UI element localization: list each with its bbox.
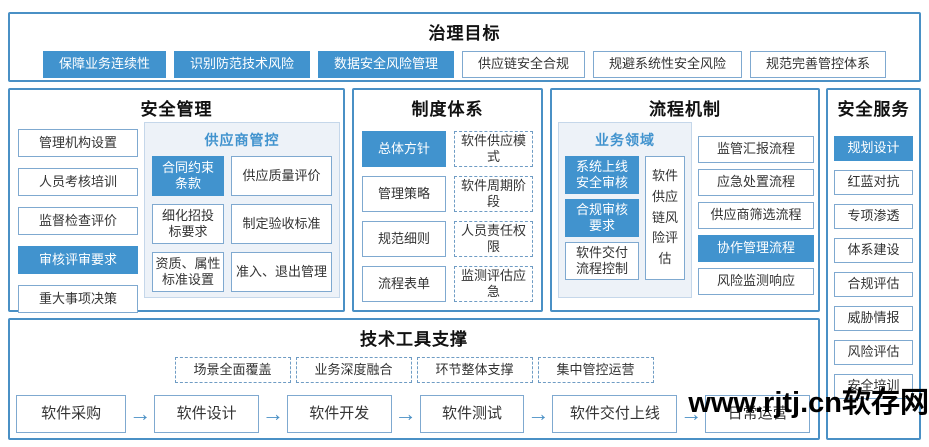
process-item: 协作管理流程 — [698, 235, 814, 262]
right-arrow-icon: → — [394, 401, 417, 426]
supplier-item: 资质、属性 标准设置 — [152, 252, 224, 292]
supplier-control-grid: 合同约束 条款 供应质量评价 细化招投 标要求 制定验收标准 资质、属性 标准设… — [145, 156, 339, 292]
process-item: 应急处置流程 — [698, 169, 814, 196]
institution-left-column: 总体方针 管理策略 规范细则 流程表单 — [362, 131, 446, 302]
institution-system-title: 制度体系 — [411, 100, 484, 119]
security-management-items: 管理机构设置 人员考核培训 监督检查评价 审核评审要求 重大事项决策 — [18, 129, 138, 313]
flow-step: 日常运营 — [705, 395, 810, 433]
institution-system-section: 制度体系 总体方针 管理策略 规范细则 流程表单 软件供应模式 软件周期阶段 人… — [352, 88, 543, 312]
supplier-row: 合同约束 条款 供应质量评价 — [152, 156, 332, 196]
business-domain-items: 系统上线 安全审核 合规审核 要求 软件交付 流程控制 — [565, 156, 639, 280]
right-arrow-icon: → — [129, 401, 152, 426]
service-item: 专项渗透 — [834, 204, 913, 229]
business-domain-panel: 业务领域 系统上线 安全审核 合规审核 要求 软件交付 流程控制 软件供应链风险… — [558, 122, 692, 298]
business-item: 合规审核 要求 — [565, 199, 639, 237]
institution-columns: 总体方针 管理策略 规范细则 流程表单 软件供应模式 软件周期阶段 人员责任权限… — [362, 131, 533, 302]
capability-item: 业务深度融合 — [295, 357, 412, 383]
flow-step: 软件开发 — [286, 395, 392, 433]
right-arrow-icon: → — [527, 401, 550, 426]
supplier-item: 准入、退出管理 — [231, 252, 332, 292]
institution-item: 总体方针 — [362, 131, 446, 167]
governance-goals-row: 保障业务连续性 识别防范技术风险 数据安全风险管理 供应链安全合规 规避系统性安… — [10, 51, 919, 78]
supplier-item: 细化招投 标要求 — [152, 204, 224, 244]
supplier-item: 供应质量评价 — [231, 156, 332, 196]
software-lifecycle-flow: 软件采购 → 软件设计 → 软件开发 → 软件测试 → 软件交付上线 → 日常运… — [16, 395, 810, 433]
goal-item: 规避系统性安全风险 — [593, 51, 743, 78]
goal-item: 数据安全风险管理 — [317, 51, 454, 78]
security-item: 人员考核培训 — [18, 168, 138, 196]
supplier-control-panel: 供应商管控 合同约束 条款 供应质量评价 细化招投 标要求 制定验收标准 资质、… — [144, 122, 340, 298]
capability-item: 场景全面覆盖 — [174, 357, 291, 383]
security-services-section: 安全服务 规划设计 红蓝对抗 专项渗透 体系建设 合规评估 威胁情报 风险评估 … — [826, 88, 921, 440]
supplier-row: 资质、属性 标准设置 准入、退出管理 — [152, 252, 332, 292]
right-arrow-icon: → — [261, 401, 284, 426]
goal-item: 识别防范技术风险 — [173, 51, 310, 78]
institution-item: 流程表单 — [362, 266, 446, 302]
institution-item: 规范细则 — [362, 221, 446, 257]
flow-step: 软件设计 — [154, 395, 259, 433]
goal-item: 保障业务连续性 — [42, 51, 166, 78]
supplier-row: 细化招投 标要求 制定验收标准 — [152, 204, 332, 244]
flow-step: 软件交付上线 — [552, 395, 678, 433]
institution-item: 软件周期阶段 — [454, 176, 533, 212]
institution-item: 软件供应模式 — [454, 131, 533, 167]
supply-chain-risk-item: 软件供应链风险评估 — [645, 156, 685, 280]
process-item: 供应商筛选流程 — [698, 202, 814, 229]
process-item: 监管汇报流程 — [698, 136, 814, 163]
service-item: 合规评估 — [834, 272, 913, 297]
goal-item: 规范完善管控体系 — [750, 51, 887, 78]
site-watermark: www.rjtj.cn软存网 — [688, 387, 929, 419]
governance-goals-section: 治理目标 保障业务连续性 识别防范技术风险 数据安全风险管理 供应链安全合规 规… — [8, 12, 921, 82]
service-item: 威胁情报 — [834, 306, 913, 331]
business-item: 软件交付 流程控制 — [565, 242, 639, 280]
process-flow-items: 监管汇报流程 应急处置流程 供应商筛选流程 协作管理流程 风险监测响应 — [698, 136, 814, 295]
security-services-items: 规划设计 红蓝对抗 专项渗透 体系建设 合规评估 威胁情报 风险评估 安全培训 — [834, 136, 913, 399]
right-arrow-icon: → — [680, 401, 703, 426]
service-item: 风险评估 — [834, 340, 913, 365]
governance-goals-title: 治理目标 — [428, 24, 501, 43]
service-item: 体系建设 — [834, 238, 913, 263]
tool-support-section: 技术工具支撑 场景全面覆盖 业务深度融合 环节整体支撑 集中管控运营 软件采购 … — [8, 318, 820, 440]
security-item: 监督检查评价 — [18, 207, 138, 235]
process-item: 风险监测响应 — [698, 268, 814, 295]
tool-support-title: 技术工具支撑 — [360, 330, 468, 349]
service-item: 规划设计 — [834, 136, 913, 161]
supplier-control-title: 供应商管控 — [204, 132, 280, 148]
institution-item: 监测评估应急 — [454, 266, 533, 302]
process-mechanism-section: 流程机制 业务领域 系统上线 安全审核 合规审核 要求 软件交付 流程控制 软件… — [550, 88, 820, 312]
business-item: 系统上线 安全审核 — [565, 156, 639, 194]
institution-right-column: 软件供应模式 软件周期阶段 人员责任权限 监测评估应急 — [454, 131, 533, 302]
institution-item: 管理策略 — [362, 176, 446, 212]
tool-capabilities-row: 场景全面覆盖 业务深度融合 环节整体支撑 集中管控运营 — [10, 357, 818, 383]
capability-item: 集中管控运营 — [537, 357, 654, 383]
institution-item: 人员责任权限 — [454, 221, 533, 257]
capability-item: 环节整体支撑 — [416, 357, 533, 383]
security-management-title: 安全管理 — [140, 100, 213, 119]
security-item: 重大事项决策 — [18, 285, 138, 313]
goal-item: 供应链安全合规 — [462, 51, 586, 78]
flow-step: 软件采购 — [16, 395, 127, 433]
supplier-item: 制定验收标准 — [231, 204, 332, 244]
security-services-title: 安全服务 — [837, 100, 910, 119]
service-item: 安全培训 — [834, 374, 913, 399]
security-item: 审核评审要求 — [18, 246, 138, 274]
security-item: 管理机构设置 — [18, 129, 138, 157]
supplier-item: 合同约束 条款 — [152, 156, 224, 196]
security-management-section: 安全管理 管理机构设置 人员考核培训 监督检查评价 审核评审要求 重大事项决策 … — [8, 88, 345, 313]
service-item: 红蓝对抗 — [834, 170, 913, 195]
process-mechanism-title: 流程机制 — [649, 100, 721, 119]
business-domain-inner: 系统上线 安全审核 合规审核 要求 软件交付 流程控制 软件供应链风险评估 — [559, 156, 691, 280]
flow-step: 软件测试 — [419, 395, 525, 433]
business-domain-title: 业务领域 — [595, 132, 655, 148]
